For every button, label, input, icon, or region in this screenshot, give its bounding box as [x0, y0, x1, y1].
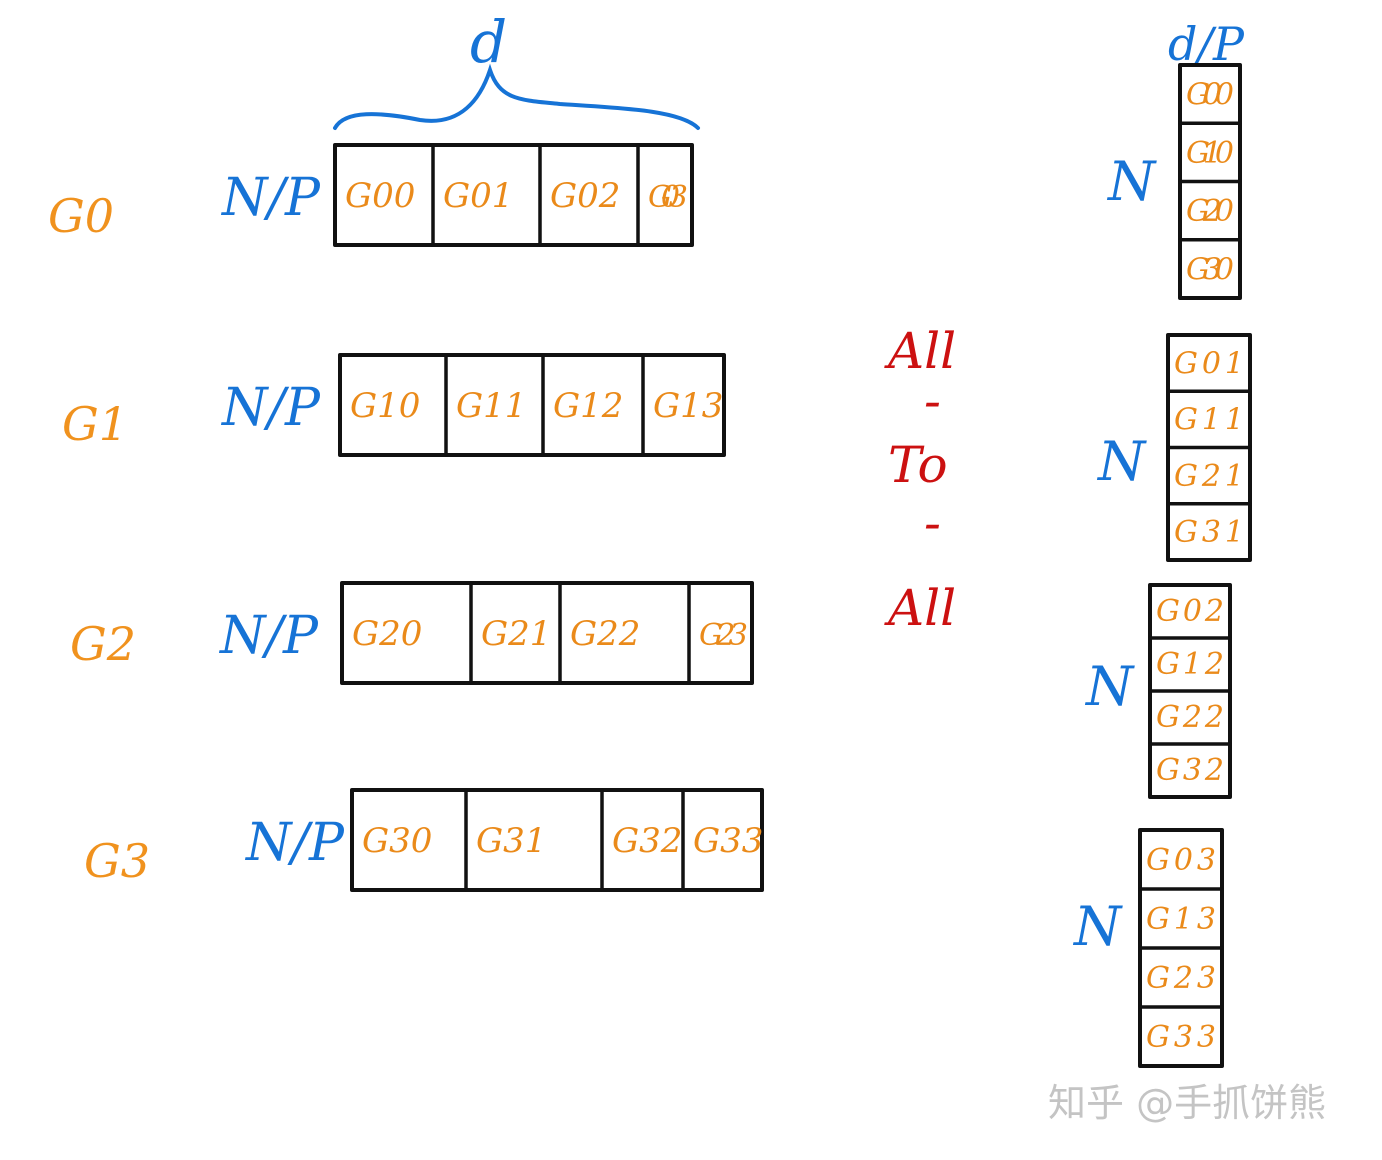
all-to-all-line: All	[884, 579, 956, 637]
cell-label: G32	[612, 821, 682, 861]
n-dim-label: N	[1084, 655, 1135, 718]
cell-label: G22	[570, 614, 640, 654]
cell-label: G30	[1186, 252, 1234, 287]
cell-label: G10	[1186, 136, 1234, 171]
cell-label: G33	[1146, 1020, 1216, 1055]
gpu-row-3: G3 N/P G30 G31 G32 G33	[84, 788, 764, 892]
cell-label: G31	[1174, 515, 1244, 550]
n-dim-label: N	[1106, 150, 1157, 213]
cell-label: G00	[1186, 78, 1234, 113]
cell-label: G03	[1146, 843, 1216, 878]
row-box	[333, 143, 694, 247]
gpu-label: G1	[62, 397, 128, 451]
n-dim-label: N	[1072, 895, 1123, 958]
cell-label: G20	[1186, 194, 1234, 229]
all-to-all-line: To	[888, 436, 948, 494]
cell-label: G02	[1156, 594, 1224, 629]
cell-label: G23	[699, 618, 748, 653]
d-brace	[333, 63, 700, 130]
all-to-all-line: -	[924, 494, 941, 552]
cell-label: G12	[553, 386, 623, 426]
cell-label: G00	[345, 176, 415, 216]
row-box	[340, 581, 754, 685]
cell-label: G12	[1156, 647, 1224, 682]
cell-label: G31	[476, 821, 546, 861]
all-to-all-line: -	[924, 372, 941, 430]
all-to-all-label: All-To-All	[884, 322, 956, 637]
cell-label: G03	[648, 180, 688, 215]
row-box	[350, 788, 764, 892]
cell-label: G21	[1174, 459, 1244, 494]
gpu-label: G0	[48, 189, 114, 243]
np-dim-label: N/P	[244, 813, 345, 873]
row-box	[338, 353, 726, 457]
cell-label: G21	[481, 614, 551, 654]
cell-label: G20	[352, 614, 422, 654]
all-to-all-line: All	[884, 322, 956, 380]
cell-label: G11	[456, 386, 526, 426]
np-dim-label: N/P	[218, 606, 319, 666]
gpu-label: G3	[84, 834, 150, 888]
np-dim-label: N/P	[220, 168, 321, 228]
cell-label: G01	[443, 176, 513, 216]
gpu-label: G2	[70, 617, 136, 671]
gpu-row-1: G1 N/P G10 G11 G12 G13	[62, 353, 726, 457]
cell-label: G23	[1146, 961, 1216, 996]
cell-label: G22	[1156, 700, 1224, 735]
watermark: 知乎 @手抓饼熊	[1048, 1081, 1326, 1125]
cell-label: G02	[550, 176, 620, 216]
cell-label: G33	[693, 821, 763, 861]
d-label: d	[470, 8, 507, 76]
np-dim-label: N/P	[220, 378, 321, 438]
cell-label: G10	[350, 386, 420, 426]
cell-label: G32	[1156, 753, 1224, 788]
cell-label: G13	[653, 386, 723, 426]
cell-label: G11	[1174, 403, 1244, 438]
d-over-p-label: d/P	[1168, 17, 1245, 71]
gpu-row-2: G2 N/P G20 G21 G22 G23	[70, 581, 754, 685]
cell-label: G01	[1174, 346, 1244, 381]
cell-label: G30	[362, 821, 432, 861]
gpu-row-0: G0 N/P G00 G01 G02 G03	[48, 143, 694, 247]
n-dim-label: N	[1096, 430, 1147, 493]
cell-label: G13	[1146, 902, 1216, 937]
